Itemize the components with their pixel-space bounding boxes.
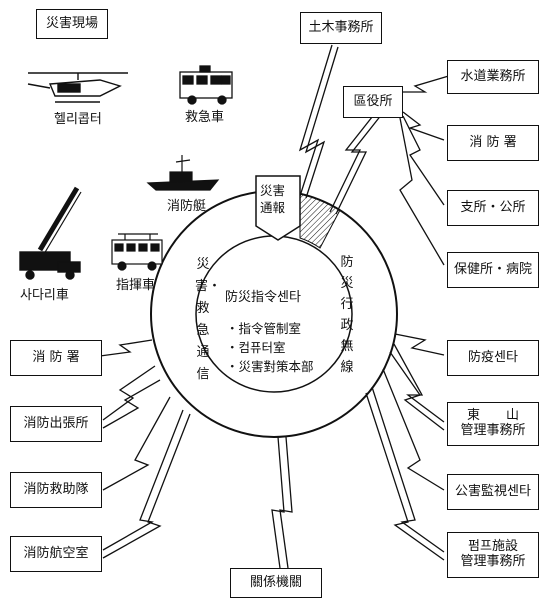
ladder-truck-icon (19, 186, 82, 280)
right-channel-label: 防災行政無線 (340, 255, 354, 375)
east-mountain-office-box: 東 山 管理事務所 (447, 402, 539, 446)
related-agencies-label: 關係機關 (249, 574, 302, 590)
pollution-monitor-label: 公害監視센타 (455, 483, 531, 499)
quarantine-center-box: 防疫센타 (447, 340, 539, 376)
fireboat-label: 消防艇 (167, 199, 207, 214)
pump-facility-office-line2: 管理事務所 (460, 554, 526, 569)
quarantine-center-label: 防疫센타 (468, 349, 518, 365)
pump-facility-office-box: 펌프施設 管理事務所 (447, 532, 539, 578)
east-mountain-office-line1: 東 山 (466, 408, 519, 424)
helicopter-icon (27, 72, 128, 103)
command-center-title: 防災指令센타 (225, 290, 301, 305)
health-center-box: 保健所・病院 (447, 252, 539, 288)
related-agencies-box: 關係機關 (230, 568, 322, 598)
report-label: 災害 通報 (260, 182, 285, 216)
health-center-label: 保健所・病院 (453, 261, 532, 277)
ambulance-icon (179, 65, 233, 105)
hatched-segment (299, 193, 341, 249)
branch-office-label: 支所・公所 (460, 199, 526, 215)
report-label-line2: 通報 (260, 200, 286, 215)
right-fire-station-box: 消 防 署 (447, 125, 539, 161)
report-label-line1: 災害 (260, 183, 286, 198)
command-center-item-2: ・컴퓨터室 (226, 340, 286, 355)
report-arrow (255, 175, 301, 241)
fireboat-icon (146, 155, 220, 191)
disaster-site-box: 災害現場 (36, 9, 108, 39)
branch-office-box: 支所・公所 (447, 190, 539, 226)
command-vehicle-label: 指揮車 (116, 278, 156, 293)
command-center-item-1: ・指令管制室 (226, 321, 302, 336)
waterworks-box: 水道業務所 (447, 60, 539, 94)
pollution-monitor-box: 公害監視센타 (447, 474, 539, 510)
aviation-office-label: 消防航空室 (23, 545, 89, 561)
lightning-links (99, 44, 453, 569)
right-fire-station-label: 消 防 署 (469, 134, 517, 150)
pump-facility-office-line1: 펌프施設 (468, 539, 518, 555)
left-fire-station-label: 消 防 署 (32, 349, 80, 365)
ambulance-label: 救急車 (185, 110, 225, 125)
left-channel-label: 災害・救急通信 (195, 257, 222, 382)
ward-office-label: 區役所 (353, 93, 393, 109)
left-fire-station-box: 消 防 署 (10, 340, 102, 376)
ward-office-box: 區役所 (343, 86, 403, 118)
fire-branch-office-label: 消防出張所 (23, 415, 89, 431)
disaster-site-title: 災害現場 (45, 15, 98, 31)
command-center-item-3: ・災害對策本部 (226, 359, 314, 374)
helicopter-label: 헬리콥터 (54, 112, 102, 127)
rescue-unit-label: 消防救助隊 (23, 481, 89, 497)
civil-works-office-box: 土木事務所 (300, 12, 382, 44)
waterworks-label: 水道業務所 (460, 68, 526, 84)
ladder-truck-label: 사다리車 (20, 288, 69, 303)
command-vehicle-icon (111, 233, 163, 271)
fire-branch-office-box: 消防出張所 (10, 406, 102, 442)
aviation-office-box: 消防航空室 (10, 536, 102, 572)
civil-works-office-label: 土木事務所 (308, 19, 374, 35)
east-mountain-office-line2: 管理事務所 (460, 423, 526, 438)
rescue-unit-box: 消防救助隊 (10, 472, 102, 508)
